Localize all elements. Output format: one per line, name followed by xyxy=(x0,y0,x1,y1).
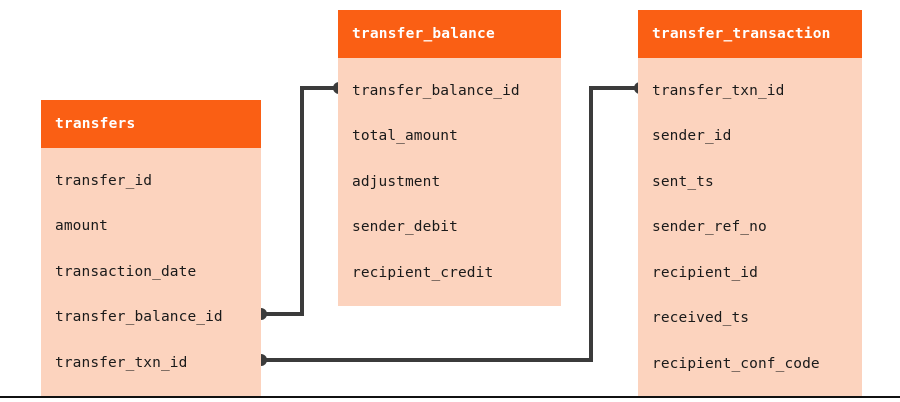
field-sender-id[interactable]: sender_id xyxy=(638,114,862,160)
field-sent-ts[interactable]: sent_ts xyxy=(638,159,862,205)
field-label: transaction_date xyxy=(55,263,197,280)
entity-transfer-balance[interactable]: transfer_balance transfer_balance_id tot… xyxy=(338,10,561,306)
field-total-amount[interactable]: total_amount xyxy=(338,114,561,160)
field-label: sender_id xyxy=(652,128,732,145)
field-label: recipient_id xyxy=(652,264,758,281)
field-recipient-id[interactable]: recipient_id xyxy=(638,250,862,296)
entity-transfer-transaction[interactable]: transfer_transaction transfer_txn_id sen… xyxy=(638,10,862,397)
field-transfer-txn-id[interactable]: transfer_txn_id xyxy=(41,340,261,386)
field-label: transfer_id xyxy=(55,172,153,189)
field-label: amount xyxy=(55,218,108,235)
entity-transfer-transaction-title: transfer_transaction xyxy=(652,26,831,42)
field-sender-debit[interactable]: sender_debit xyxy=(338,205,561,251)
field-label: sent_ts xyxy=(652,173,714,190)
entity-transfer-transaction-field-list: transfer_txn_id sender_id sent_ts sender… xyxy=(638,58,862,397)
field-label: adjustment xyxy=(352,173,441,190)
field-label: recipient_conf_code xyxy=(652,355,820,372)
footer-divider xyxy=(0,396,900,398)
field-recipient-conf-code[interactable]: recipient_conf_code xyxy=(638,341,862,387)
field-amount[interactable]: amount xyxy=(41,204,261,250)
relationship-transfers-to-transfer-balance xyxy=(255,82,345,320)
field-label: transfer_balance_id xyxy=(55,309,223,326)
field-adjustment[interactable]: adjustment xyxy=(338,159,561,205)
field-transfer-balance-id[interactable]: transfer_balance_id xyxy=(41,295,261,341)
field-transaction-date[interactable]: transaction_date xyxy=(41,249,261,295)
entity-transfer-transaction-header: transfer_transaction xyxy=(638,10,862,58)
entity-transfer-balance-field-list: transfer_balance_id total_amount adjustm… xyxy=(338,58,561,306)
field-label: transfer_txn_id xyxy=(55,354,188,371)
field-label: sender_debit xyxy=(352,219,458,236)
entity-transfers[interactable]: transfers transfer_id amount transaction… xyxy=(41,100,261,396)
field-label: recipient_credit xyxy=(352,264,494,281)
entity-transfers-title: transfers xyxy=(55,116,136,132)
field-label: transfer_txn_id xyxy=(652,82,785,99)
field-received-ts[interactable]: received_ts xyxy=(638,296,862,342)
field-transfer-txn-id[interactable]: transfer_txn_id xyxy=(638,68,862,114)
entity-transfer-balance-title: transfer_balance xyxy=(352,26,495,42)
field-label: received_ts xyxy=(652,310,750,327)
field-transfer-id[interactable]: transfer_id xyxy=(41,158,261,204)
entity-transfers-header: transfers xyxy=(41,100,261,148)
field-transfer-balance-id[interactable]: transfer_balance_id xyxy=(338,68,561,114)
field-sender-ref-no[interactable]: sender_ref_no xyxy=(638,205,862,251)
connector-line-1 xyxy=(261,86,339,316)
field-recipient-credit[interactable]: recipient_credit xyxy=(338,250,561,296)
field-label: sender_ref_no xyxy=(652,219,767,236)
entity-transfer-balance-header: transfer_balance xyxy=(338,10,561,58)
entity-transfers-field-list: transfer_id amount transaction_date tran… xyxy=(41,148,261,396)
field-label: total_amount xyxy=(352,128,458,145)
field-label: transfer_balance_id xyxy=(352,82,520,99)
